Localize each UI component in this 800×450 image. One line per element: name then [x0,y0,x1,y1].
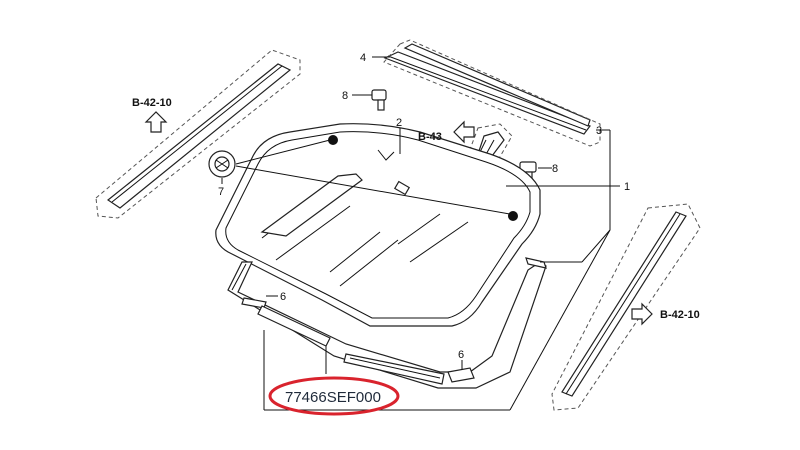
ref-label-right: B-42-10 [660,309,700,321]
callout-6-left: 6 [280,291,286,303]
part-number-text: 77466SEF000 [285,389,381,406]
callout-3: 3 [596,125,602,137]
clip-8-upper [371,89,387,111]
callout-7: 7 [218,186,224,198]
callout-8-right: 8 [552,163,558,175]
ref-label-top: B-43 [418,131,442,143]
right-pillar-molding [551,203,701,411]
arrow-right-ref [631,302,653,326]
lower-molding [241,257,547,385]
roof-molding [383,43,591,135]
part-number-highlight: 77466SEF000 [268,376,400,416]
clip-7 [208,150,236,178]
arrow-left-ref [144,111,168,133]
left-pillar-molding [95,49,301,219]
callout-8-upper: 8 [342,90,348,102]
callout-2: 2 [396,117,402,129]
callout-6-right: 6 [458,349,464,361]
leader-lines [221,56,620,411]
ref-label-left: B-42-10 [132,97,172,109]
callout-1: 1 [624,181,630,193]
windshield-glass [215,123,541,327]
callout-4: 4 [360,52,366,64]
arrow-top-ref [453,120,475,144]
upper-molding-group [383,39,601,147]
